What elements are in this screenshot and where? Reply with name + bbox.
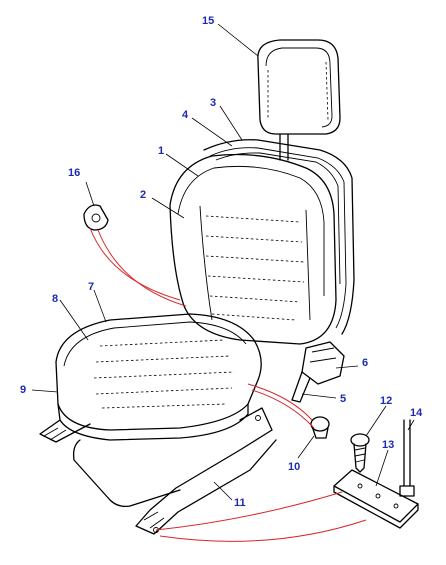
assembly-lines xyxy=(89,227,367,542)
blanking-plug xyxy=(310,416,330,439)
recline-lever xyxy=(291,341,345,403)
callout-2: 2 xyxy=(140,189,146,201)
callout-5: 5 xyxy=(340,393,346,405)
callout-3: 3 xyxy=(210,97,216,109)
callout-1: 1 xyxy=(158,145,164,157)
callout-15: 15 xyxy=(202,15,214,27)
callout-11: 11 xyxy=(234,497,246,509)
callout-7: 7 xyxy=(88,281,94,293)
callout-10: 10 xyxy=(288,461,300,473)
callout-12: 12 xyxy=(380,395,392,407)
callout-4: 4 xyxy=(182,109,189,121)
callout-13: 13 xyxy=(382,439,394,451)
leader-lines xyxy=(31,23,415,501)
callout-labels: 15 3 4 1 2 16 7 8 9 6 5 10 11 12 13 14 xyxy=(20,15,423,509)
mounting-plate xyxy=(333,469,419,529)
stud xyxy=(399,419,415,497)
backrest-frame xyxy=(203,139,355,335)
callout-8: 8 xyxy=(52,293,58,305)
callout-9: 9 xyxy=(20,384,26,396)
hinge-cover xyxy=(83,204,109,231)
seat-cushion xyxy=(55,313,262,441)
screw xyxy=(350,433,370,473)
callout-6: 6 xyxy=(362,357,368,369)
seat-frame-runners xyxy=(39,407,277,535)
callout-16: 16 xyxy=(68,167,80,179)
callout-14: 14 xyxy=(410,407,423,419)
backrest-cushion xyxy=(169,153,337,345)
headrest xyxy=(257,39,341,161)
